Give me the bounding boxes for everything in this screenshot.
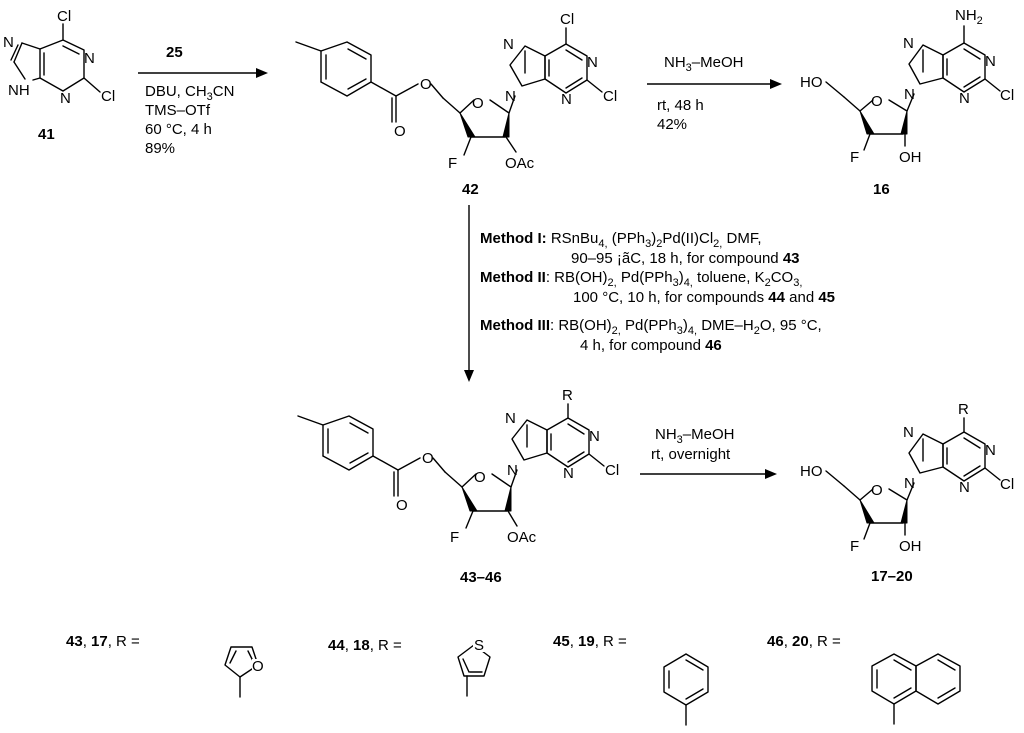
phenyl-substituent xyxy=(663,653,709,726)
cl-atom: Cl xyxy=(1000,87,1014,104)
n-atom: N xyxy=(84,50,95,67)
method-1-line-2: 90–95 ¡ãC, 18 h, for compound 43 xyxy=(571,250,800,267)
o-atom: O xyxy=(871,482,883,499)
compound-43-46-structure: O O O F OAc R N N N N Cl 43–46 xyxy=(297,387,619,586)
compound-label-42: 42 xyxy=(462,181,479,198)
step4-condition-1: NH3–MeOH xyxy=(655,426,734,446)
n-atom: N xyxy=(561,91,572,108)
r-group-label-furyl: 43, 17, R = xyxy=(66,633,140,650)
step2-condition-3: 42% xyxy=(657,116,687,133)
naphthyl-substituent xyxy=(871,653,961,725)
r-group-label-naphthyl: 46, 20, R = xyxy=(767,633,841,650)
reagent-25: 25 xyxy=(166,44,183,61)
n-atom: N xyxy=(505,88,516,105)
furyl-substituent: O xyxy=(224,646,264,698)
step4-arrow xyxy=(640,469,777,479)
n-atom: N xyxy=(563,465,574,482)
n-atom: N xyxy=(589,428,600,445)
n-atom: N xyxy=(3,34,14,51)
n-atom: N xyxy=(959,479,970,496)
method-1-line-1: Method I: RSnBu4, (PPh3)2Pd(II)Cl2, DMF, xyxy=(480,230,762,250)
o-atom: O xyxy=(252,658,264,675)
n-atom: N xyxy=(985,442,996,459)
nh-atom: NH xyxy=(8,82,30,99)
method-3-line-1: Method III: RB(OH)2, Pd(PPh3)4, DME–H2O,… xyxy=(480,317,822,337)
compound-label-43-46: 43–46 xyxy=(460,569,502,586)
step1-condition-2: TMS–OTf xyxy=(145,102,211,119)
compound-41-structure: Cl N N Cl N NH 41 xyxy=(3,8,115,143)
nh2-group: NH2 xyxy=(955,7,983,27)
cl-atom: Cl xyxy=(605,462,619,479)
n-atom: N xyxy=(60,90,71,107)
r-group-label-phenyl: 45, 19, R = xyxy=(553,633,627,650)
f-atom: F xyxy=(448,155,457,172)
o-atom: O xyxy=(871,93,883,110)
r-atom: R xyxy=(958,401,969,418)
step1-arrow xyxy=(138,68,268,78)
s-atom: S xyxy=(474,637,484,654)
n-atom: N xyxy=(904,475,915,492)
step2-arrow xyxy=(647,79,782,89)
method-3-line-2: 4 h, for compound 46 xyxy=(580,337,722,354)
compound-label-17-20: 17–20 xyxy=(871,568,913,585)
n-atom: N xyxy=(507,462,518,479)
step3-arrow xyxy=(464,205,474,382)
o-atom: O xyxy=(420,76,432,93)
o-atom: O xyxy=(422,450,434,467)
f-atom: F xyxy=(450,529,459,546)
o-atom: O xyxy=(394,123,406,140)
n-atom: N xyxy=(505,410,516,427)
compound-label-41: 41 xyxy=(38,126,55,143)
ho-group: HO xyxy=(800,463,823,480)
step2-condition-1: NH3–MeOH xyxy=(664,54,743,74)
o-atom: O xyxy=(472,95,484,112)
n-atom: N xyxy=(503,36,514,53)
method-2-line-1: Method II: RB(OH)2, Pd(PPh3)4, toluene, … xyxy=(480,269,802,289)
step1-condition-1: DBU, CH3CN xyxy=(145,83,234,103)
cl-atom: Cl xyxy=(603,88,617,105)
o-atom: O xyxy=(474,469,486,486)
r-group-label-thienyl: 44, 18, R = xyxy=(328,637,402,654)
n-atom: N xyxy=(959,90,970,107)
step4-condition-2: rt, overnight xyxy=(651,446,731,463)
cl-atom: Cl xyxy=(1000,476,1014,493)
method-2-line-2: 100 °C, 10 h, for compounds 44 and 45 xyxy=(573,289,835,306)
compound-16-structure: HO O F OH NH2 N N N N Cl 16 xyxy=(800,7,1014,198)
n-atom: N xyxy=(903,424,914,441)
n-atom: N xyxy=(903,35,914,52)
step2-condition-2: rt, 48 h xyxy=(657,97,704,114)
oac-group: OAc xyxy=(505,155,535,172)
r-atom: R xyxy=(562,387,573,404)
ho-group: HO xyxy=(800,74,823,91)
oh-group: OH xyxy=(899,538,922,555)
o-atom: O xyxy=(396,497,408,514)
f-atom: F xyxy=(850,149,859,166)
step1-condition-3: 60 °C, 4 h xyxy=(145,121,212,138)
compound-label-16: 16 xyxy=(873,181,890,198)
compound-17-20-structure: HO O F OH R N N N N Cl 17–20 xyxy=(800,401,1014,585)
f-atom: F xyxy=(850,538,859,555)
step1-condition-4: 89% xyxy=(145,140,175,157)
n-atom: N xyxy=(587,54,598,71)
n-atom: N xyxy=(904,86,915,103)
cl-atom: Cl xyxy=(101,88,115,105)
oac-group: OAc xyxy=(507,529,537,546)
n-atom: N xyxy=(985,53,996,70)
thienyl-substituent: S xyxy=(457,636,491,697)
cl-atom: Cl xyxy=(57,8,71,25)
cl-atom: Cl xyxy=(560,11,574,28)
oh-group: OH xyxy=(899,149,922,166)
compound-42-structure: O O O F OAc Cl N N N N Cl 42 xyxy=(295,11,617,198)
